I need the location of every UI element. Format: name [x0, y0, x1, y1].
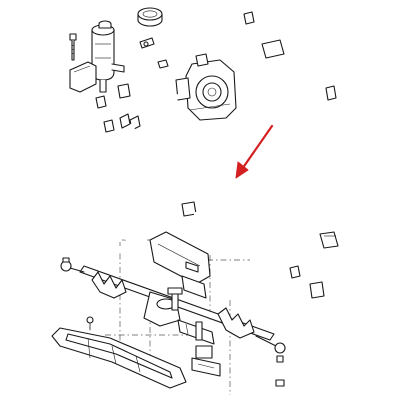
callout-arrow: [235, 124, 274, 179]
bracket-bolt: [167, 287, 183, 311]
plate-screw: [86, 316, 94, 331]
reservoir-bracket: [69, 61, 97, 93]
power-steering-pump: [175, 53, 237, 121]
fluid-reservoir: [91, 20, 125, 93]
rack-feed-pipe: [194, 212, 325, 299]
pipe-clip-right: [289, 265, 301, 279]
heat-shield-plate: [51, 327, 187, 389]
hose-clip: [139, 37, 155, 49]
return-pipe-left: [60, 95, 122, 242]
tie-rod-end-right: [255, 335, 286, 387]
mounting-bolt: [69, 33, 77, 61]
pump-to-rack-hose: [167, 105, 197, 217]
pressure-hose: [129, 123, 339, 249]
tie-rod-end-left: [60, 257, 85, 273]
pump-inlet-hose: [147, 49, 189, 69]
cooler-loop-left: [70, 220, 162, 256]
reservoir-cap: [137, 7, 163, 27]
cooler-pipe-upper: [210, 8, 337, 101]
return-hose-reservoir: [117, 83, 183, 105]
rack-mount-bracket: [149, 231, 211, 299]
return-pipe-mid: [103, 119, 162, 224]
